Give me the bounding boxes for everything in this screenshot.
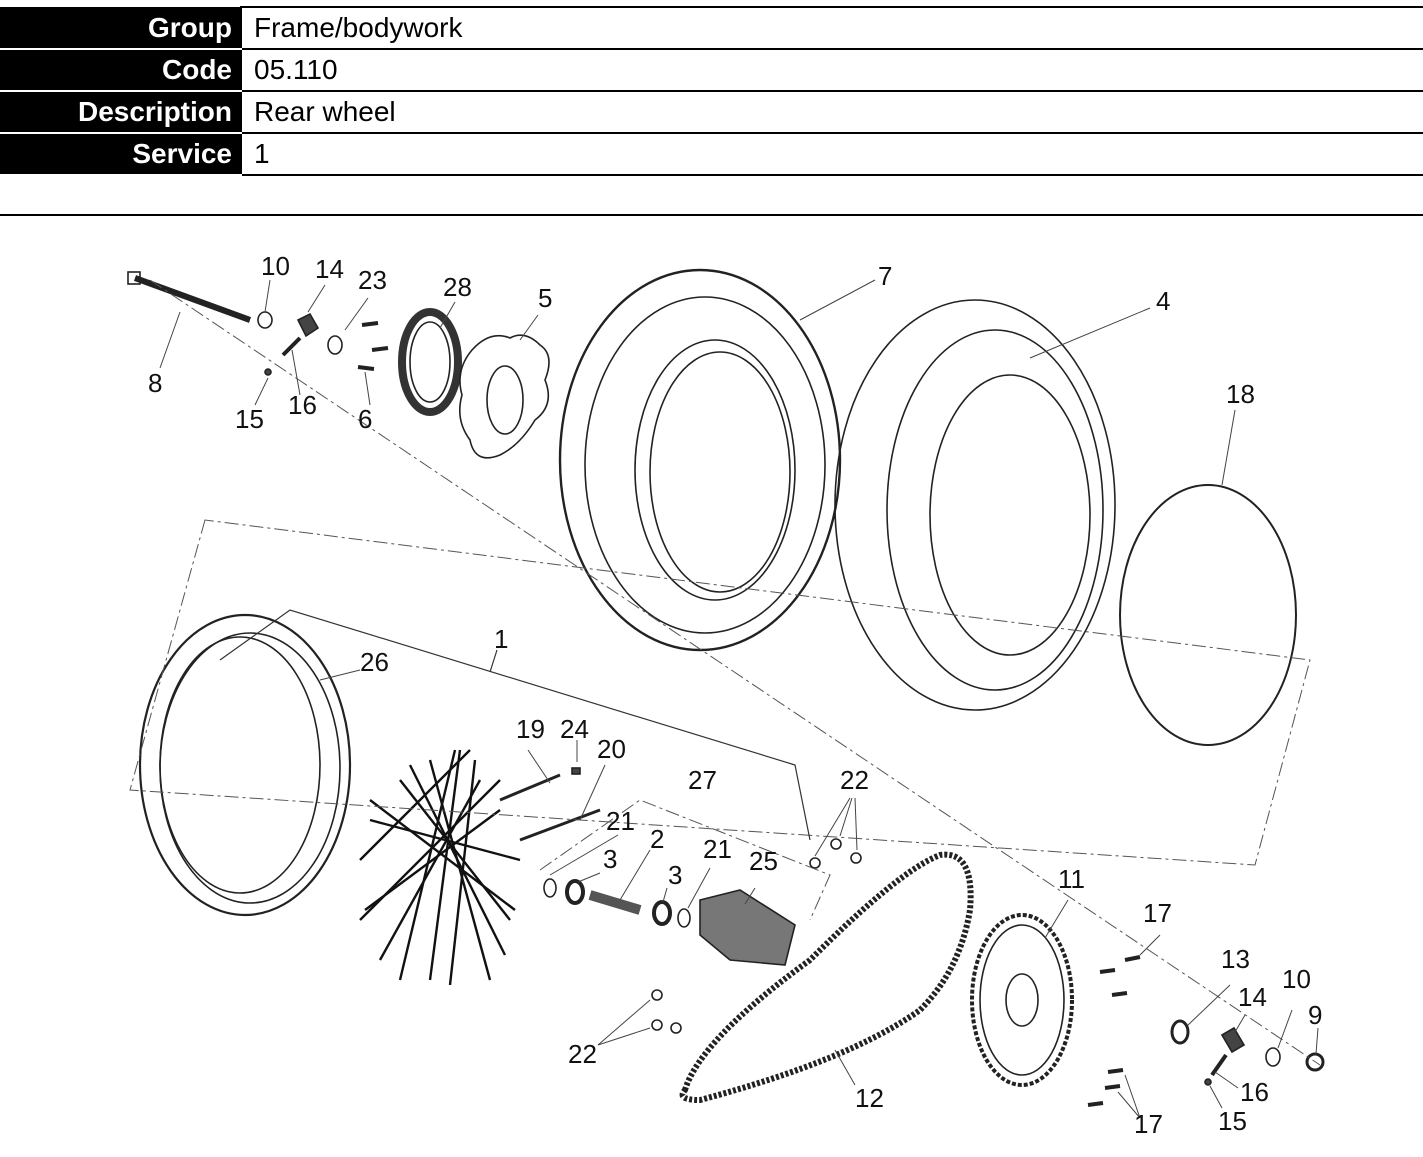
callout-8: 8 [148,368,162,398]
tyre-part [558,268,842,652]
callout-26: 26 [360,647,389,677]
callout-25: 25 [749,846,778,876]
callout-20: 20 [597,734,626,764]
callout-18: 18 [1226,379,1255,409]
disc-screws-part [357,321,389,371]
brake-disc-part [459,334,550,459]
callout-19: 19 [516,714,545,744]
callout-10: 10 [261,251,290,281]
callout-16: 16 [288,390,317,420]
chain-adjuster-part [296,312,320,338]
callout-21: 21 [606,806,635,836]
callout-21: 21 [703,834,732,864]
callout-6: 6 [358,404,372,434]
callout-15: 15 [1218,1106,1247,1136]
rim-part [138,613,352,917]
sprocket-screws-part [1087,955,1141,1107]
right-washer-part [1265,1047,1281,1067]
callout-14: 14 [1238,982,1267,1012]
callout-2: 2 [650,824,664,854]
callout-27: 27 [688,765,717,795]
callout-labels: 10 14 23 28 5 7 4 8 15 16 6 18 1 26 19 2… [148,251,1322,1139]
callout-13: 13 [1221,944,1250,974]
bushing-part [327,335,343,355]
callout-7: 7 [878,261,892,291]
callout-22: 22 [568,1039,597,1069]
nut-part [264,368,272,376]
exploded-view-diagram: 10 14 23 28 5 7 4 8 15 16 6 18 1 26 19 2… [127,251,1325,1139]
callout-3: 3 [668,860,682,890]
chain-part [679,851,974,1104]
rim-band-part [1119,484,1297,746]
group-27-boundary [539,799,831,921]
spoke-part [499,773,601,842]
group-1-bracket [219,609,811,841]
header-separator [0,214,1423,216]
group-1-boundary [129,519,1311,866]
callout-3: 3 [603,844,617,874]
part-info-table: Group Frame/bodywork Code 05.110 Descrip… [0,6,1423,176]
callout-14: 14 [315,254,344,284]
info-row-description: Description Rear wheel [0,90,1423,134]
info-row-service: Service 1 [0,132,1423,176]
callout-22: 22 [840,765,869,795]
hub-nuts-part [651,838,862,1034]
right-bushing-part [1170,1019,1190,1045]
callout-10: 10 [1282,964,1311,994]
callout-11: 11 [1058,864,1085,894]
info-label: Description [0,91,241,134]
info-value: Frame/bodywork [240,6,1423,49]
info-value: 1 [240,132,1423,176]
axle-part [127,271,252,323]
axle-nut-part [1305,1052,1325,1072]
callout-16: 16 [1240,1077,1269,1107]
callout-24: 24 [560,714,589,744]
sprocket-part [970,913,1074,1087]
callout-9: 9 [1308,1000,1322,1030]
callout-28: 28 [443,272,472,302]
adjuster-bolt-part [281,336,302,357]
info-value: Rear wheel [240,90,1423,133]
callout-17: 17 [1134,1109,1163,1139]
hub-assembly-part [543,878,796,966]
info-row-group: Group Frame/bodywork [0,6,1423,50]
axis-centreline [149,279,1321,1066]
spacer-part [257,311,273,329]
callout-15: 15 [235,404,264,434]
leader-lines [159,279,1319,1119]
callout-1: 1 [494,624,508,654]
callout-5: 5 [538,283,552,313]
nipple-part [571,767,581,775]
right-adjuster-bolt-part [1210,1053,1228,1077]
callout-23: 23 [358,265,387,295]
info-row-code: Code 05.110 [0,48,1423,92]
callout-17: 17 [1143,898,1172,928]
callout-4: 4 [1156,286,1170,316]
right-chain-adjuster-part [1220,1026,1246,1054]
right-nut-part [1204,1078,1212,1086]
info-label: Code [0,49,241,92]
tone-ring-part [398,308,462,416]
inner-tube-part [834,299,1116,711]
info-value: 05.110 [240,48,1423,91]
spokes-part [359,749,521,986]
info-label: Service [0,133,241,176]
leader-1 [489,649,498,673]
info-label: Group [0,7,241,50]
callout-12: 12 [855,1083,884,1113]
